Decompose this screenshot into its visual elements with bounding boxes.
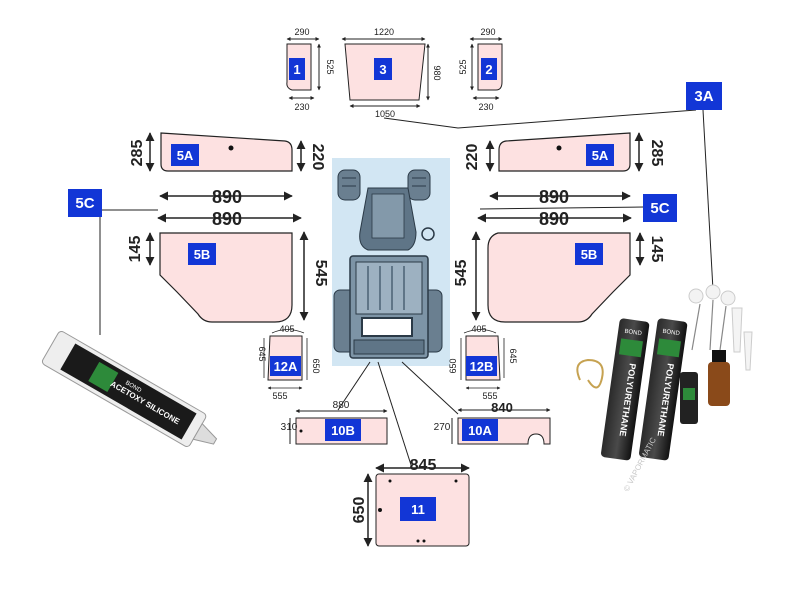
dim-p2-bottom: 230	[478, 102, 493, 112]
dim-5a-left-width: 890	[212, 187, 242, 207]
silicone-cartridge: ACETOXY SILICONE BOND	[41, 330, 218, 447]
panel-5b-right: 890 545 145	[453, 209, 665, 323]
dim-12b-left: 650	[448, 358, 458, 373]
dim-5b-right-right: 145	[648, 236, 665, 263]
label-part-2: 2	[481, 58, 497, 80]
label-kit-5c-left: 5C	[68, 189, 102, 217]
label-kit-3a: 3A	[686, 82, 722, 110]
label-part-5b-right: 5B	[575, 243, 603, 265]
primer-bottle-brown	[708, 362, 730, 406]
dim-10a-top: 840	[491, 400, 513, 415]
dim-11-left: 650	[351, 497, 368, 524]
dim-12a-bottom: 555	[272, 391, 287, 401]
dim-p2-side: 525	[458, 59, 468, 74]
label-part-10b: 10B	[325, 419, 361, 441]
pu-brand-1: BOND	[624, 329, 643, 337]
polyurethane-kit: POLYURETHANE BOND POLYURETHANE BOND	[576, 284, 753, 461]
dim-5b-right-width: 890	[539, 209, 569, 229]
label-part-11: 11	[400, 497, 436, 521]
dim-p2-top: 290	[480, 27, 495, 37]
dim-10b-left: 310	[281, 422, 298, 433]
label-part-1: 1	[289, 58, 305, 80]
pu-brand-2: BOND	[662, 329, 681, 337]
dim-p1-side: 525	[325, 59, 335, 74]
leader-lines	[99, 109, 714, 469]
dim-5a-left-right: 220	[309, 144, 326, 171]
dim-5a-right-left: 220	[464, 144, 481, 171]
panel-5a-right: 220 285 890	[464, 132, 665, 207]
dim-12a-right: 650	[311, 358, 321, 373]
dim-p1-bottom: 230	[294, 102, 309, 112]
dim-5b-left-width: 890	[212, 209, 242, 229]
label-part-3: 3	[374, 58, 392, 80]
label-part-10a: 10A	[462, 419, 498, 441]
dim-12b-top: 405	[471, 324, 486, 334]
dim-5a-right-width: 890	[539, 187, 569, 207]
panel-5b-left: 890 145 545	[127, 209, 329, 323]
label-part-12a: 12A	[270, 356, 301, 376]
label-part-12b: 12B	[466, 356, 497, 376]
dim-5a-left-height: 285	[129, 140, 146, 167]
panel-5a-left: 285 220 890	[129, 132, 326, 207]
panel-3: 1220 980 1050	[341, 27, 442, 119]
label-part-5b-left: 5B	[188, 243, 216, 265]
label-part-5a-right: 5A	[586, 144, 614, 166]
label-kit-5c-right: 5C	[643, 194, 677, 222]
dim-p3-side: 980	[432, 65, 442, 80]
dim-12a-left: 645	[257, 346, 267, 361]
dim-12b-bottom: 555	[482, 391, 497, 401]
dim-p3-top: 1220	[374, 27, 394, 37]
dim-5b-left-left: 145	[127, 236, 144, 263]
dim-p1-top: 290	[294, 27, 309, 37]
tractor-top-view	[332, 158, 450, 366]
dim-5b-right-left: 545	[453, 260, 470, 287]
dim-12a-top: 405	[279, 324, 294, 334]
dim-12b-right: 645	[508, 348, 518, 363]
dim-5b-left-right: 545	[312, 260, 329, 287]
dim-5a-right-height: 285	[648, 140, 665, 167]
dim-p3-bottom: 1050	[375, 109, 395, 119]
label-part-5a-left: 5A	[171, 144, 199, 166]
dim-10a-left: 270	[434, 422, 451, 433]
dim-11-top: 845	[410, 457, 437, 474]
